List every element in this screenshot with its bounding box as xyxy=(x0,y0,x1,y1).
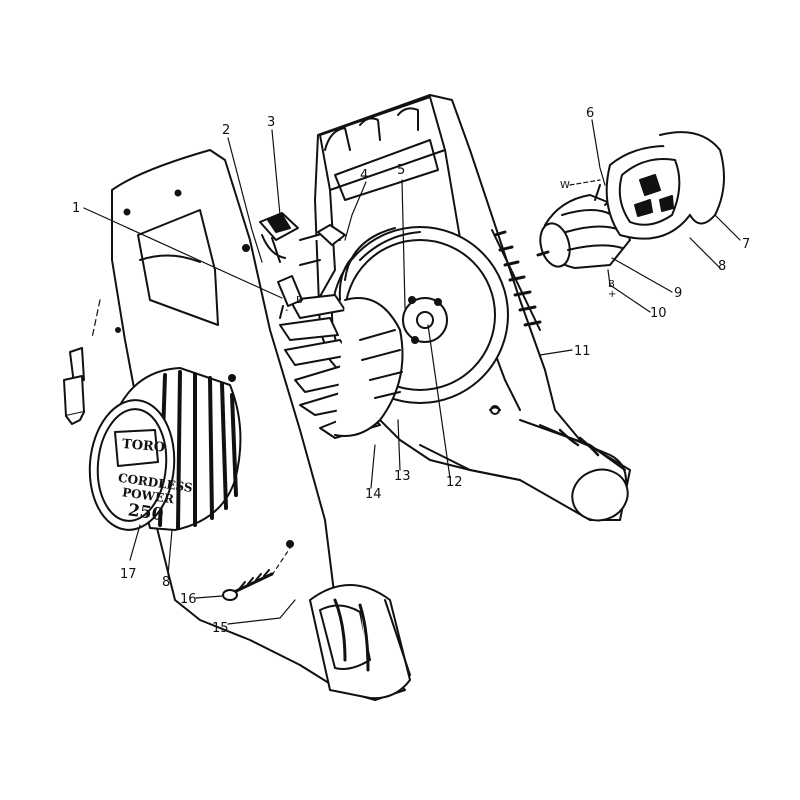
fuse-holder xyxy=(277,275,303,319)
callout-3: 3 xyxy=(267,115,275,130)
logo-brand: TORO xyxy=(121,437,165,456)
wire-label-b-minus: B xyxy=(296,295,303,306)
leader-lines xyxy=(83,119,741,625)
motor xyxy=(536,184,631,269)
callout-8-cover: 8 xyxy=(162,575,170,590)
callout-16: 16 xyxy=(180,592,197,607)
callout-13: 13 xyxy=(394,469,411,484)
front-housing xyxy=(111,149,411,701)
callout-4: 4 xyxy=(360,168,368,183)
callout-5: 5 xyxy=(397,163,405,178)
callout-2: 2 xyxy=(222,123,230,138)
callout-15: 15 xyxy=(212,621,229,636)
intake-cover xyxy=(88,367,242,531)
logo-line3: 250 xyxy=(127,500,165,525)
screw xyxy=(222,569,274,601)
fan-impeller xyxy=(279,294,404,439)
callout-8-end-cap: 8 xyxy=(718,259,726,274)
wire-label-w: W xyxy=(560,180,570,191)
callout-6: 6 xyxy=(586,106,594,121)
callout-11: 11 xyxy=(574,344,591,359)
intake-cover-logo: TORO CORDLESS POWER 250 xyxy=(117,437,193,525)
callout-labels: 1 2 3 4 5 6 7 8 9 10 11 12 13 14 15 16 1… xyxy=(72,106,750,636)
callout-1: 1 xyxy=(72,201,80,216)
callout-17: 17 xyxy=(120,567,137,582)
callout-7: 7 xyxy=(742,237,750,252)
wire-label-plus: + xyxy=(608,289,616,300)
battery-plug xyxy=(63,347,85,425)
end-cap xyxy=(605,131,725,240)
wire-label-b-plus: B xyxy=(608,279,615,290)
callout-9: 9 xyxy=(674,286,682,301)
callout-12: 12 xyxy=(446,475,463,490)
callout-10: 10 xyxy=(650,306,667,321)
switch xyxy=(259,212,346,266)
wire-label-minus: - xyxy=(285,305,289,316)
callout-14: 14 xyxy=(365,487,382,502)
